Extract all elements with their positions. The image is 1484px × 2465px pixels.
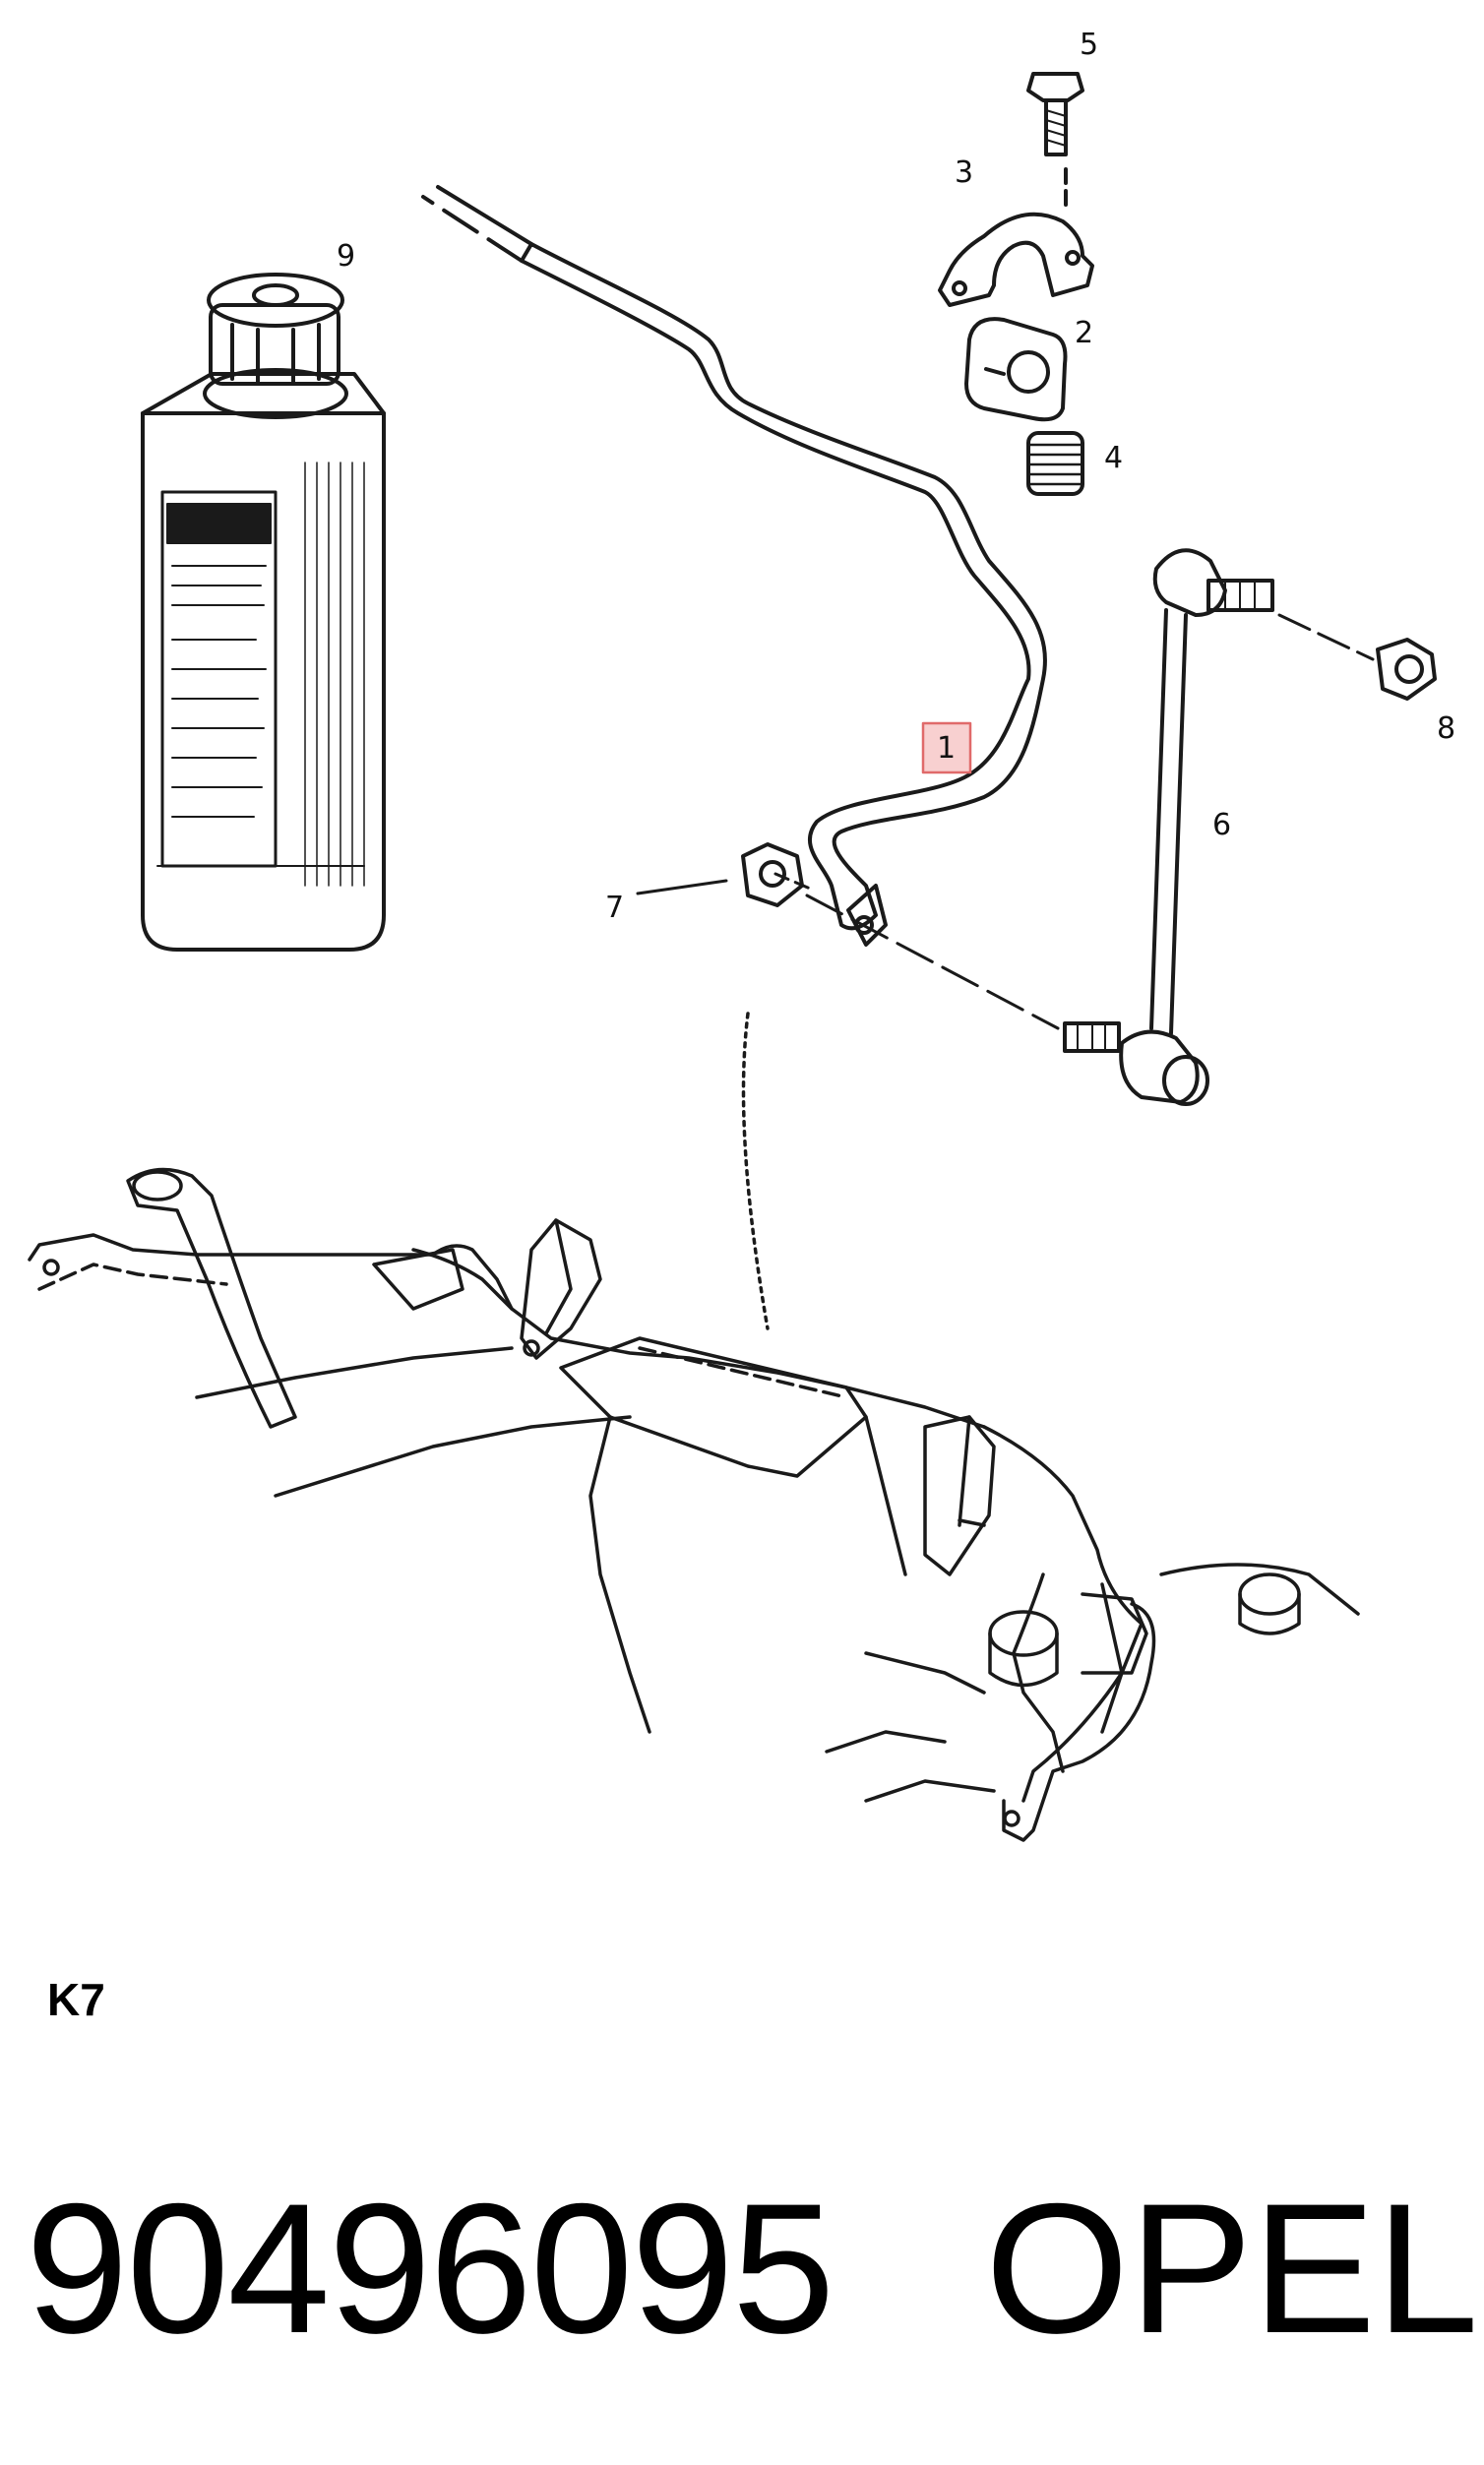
footer: 90496095 OPEL (26, 2165, 1479, 2372)
part-number: 90496095 (26, 2165, 835, 2372)
subframe-assembly (28, 1012, 1360, 1842)
highlight-box-item-1 (921, 721, 972, 774)
callout-5: 5 (1080, 28, 1098, 62)
callout-4: 4 (1104, 441, 1123, 475)
nut-7 (636, 842, 804, 907)
callout-3: 3 (955, 155, 973, 190)
sleeve (1026, 431, 1084, 496)
stabilizer-link (1063, 548, 1274, 1106)
nut-8 (1376, 638, 1437, 701)
clamp-bracket (938, 212, 1094, 307)
callout-1: 1 (937, 731, 956, 766)
callout-8: 8 (1437, 711, 1455, 746)
bolt (1026, 72, 1084, 209)
section-code: K7 (47, 1974, 105, 2025)
stabilizer-bar (421, 185, 1047, 947)
callout-9: 9 (337, 239, 355, 274)
callout-2: 2 (1075, 316, 1093, 350)
callout-6: 6 (1212, 808, 1231, 842)
parts-diagram: 1 2 3 4 5 6 7 8 9 (28, 28, 1455, 1842)
fluid-bottle (141, 273, 386, 952)
rubber-bushing (964, 317, 1068, 422)
callout-7: 7 (605, 891, 624, 925)
brand-name: OPEL (985, 2165, 1479, 2372)
